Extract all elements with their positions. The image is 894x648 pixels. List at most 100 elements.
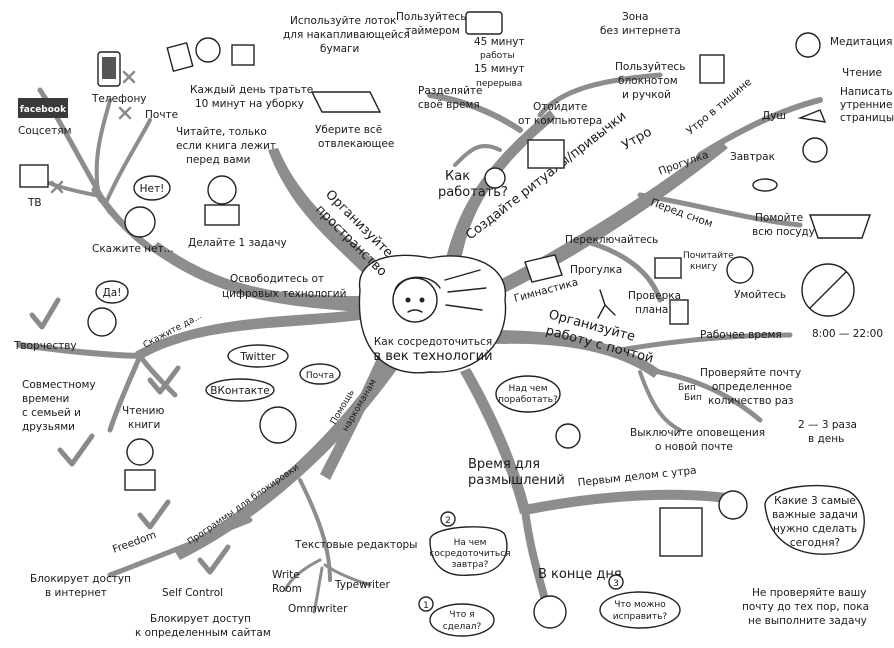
svg-text:не выполните задачу: не выполните задачу [748,615,867,627]
blockers-group: Freedom Блокирует доступ в интернет Self… [30,499,417,639]
svg-text:без интернета: без интернета [600,25,681,37]
svg-text:работы: работы [480,51,515,61]
branch-title-digital-2: цифровых технологий [222,288,346,300]
svg-text:3: 3 [613,579,619,589]
space-group: Каждый день тратьте 10 минут на уборку И… [166,15,410,249]
reader-icon [126,438,154,466]
svg-text:Первым делом с утра: Первым делом с утра [577,465,697,489]
svg-text:к определенным сайтам: к определенным сайтам [135,627,271,639]
question-bubble [764,484,865,555]
svg-text:Typewriter: Typewriter [334,579,391,591]
svg-text:Уберите всё: Уберите всё [315,124,382,136]
branch-digital-free [150,242,362,312]
svg-text:в день: в день [808,433,844,445]
center-title-line2: в век технологий [373,349,492,364]
svg-text:времени: времени [22,393,69,405]
svg-text:своё время: своё время [418,99,480,111]
svg-text:Душ: Душ [762,110,786,122]
svg-text:facebook: facebook [20,105,67,115]
svg-text:утренние: утренние [840,99,892,111]
svg-text:Freedom: Freedom [111,529,158,556]
svg-text:поработать?: поработать? [498,395,558,405]
thinking-face-icon [555,423,581,449]
svg-text:Пользуйтесь: Пользуйтесь [396,11,466,23]
say-yes-group: Да! Скажите да... Творчеству Совместному… [13,280,204,491]
check-icon [147,365,181,395]
svg-text:Ommwriter: Ommwriter [288,603,348,615]
svg-text:Проверяйте почту: Проверяйте почту [700,367,801,379]
svg-text:сосредоточиться: сосредоточиться [429,549,510,559]
svg-text:сегодня?: сегодня? [790,537,840,549]
check-icon [197,544,231,575]
svg-text:Каждый день тратьте: Каждый день тратьте [190,84,313,96]
svg-text:определенное: определенное [712,381,792,393]
say-no-title: Скажите нет... [92,243,174,255]
branch-title-reflection-2: размышлений [468,473,565,488]
branch-organize-space [268,148,388,282]
svg-text:с семьей и: с семьей и [22,407,81,419]
svg-text:1: 1 [423,601,429,611]
notebook-icon [699,54,725,84]
check-icon [29,297,61,330]
svg-text:Отойдите: Отойдите [533,101,587,113]
svg-text:В конце дня: В конце дня [538,567,622,582]
bowl-icon [752,178,778,192]
svg-text:Почта: Почта [306,371,334,381]
timer-icon [465,11,503,35]
svg-text:Делайте 1 задачу: Делайте 1 задачу [188,237,287,249]
svg-text:Написать: Написать [840,86,893,98]
svg-text:Twitter: Twitter [239,351,276,363]
svg-text:если книга лежит: если книга лежит [176,140,276,152]
svg-text:страницы: страницы [840,112,894,124]
svg-text:Совместному: Совместному [22,379,96,391]
svg-text:Какие 3 самые: Какие 3 самые [774,495,856,507]
svg-text:Зона: Зона [622,11,648,23]
svg-text:Да!: Да! [103,287,122,299]
svg-text:Прогулка: Прогулка [570,264,622,276]
svg-text:Write: Write [272,569,300,581]
center-title-line1: Как сосредоточиться [374,336,492,348]
say-no-group: facebook Соцсетям Телефону Почте ТВ Нет!… [18,51,178,255]
branch-title-work-2: работать? [438,185,508,200]
svg-text:исправить?: исправить? [613,612,668,622]
branch-title-reflection: Время для [468,457,540,472]
svg-text:Что можно: Что можно [614,600,666,610]
svg-text:Чтение: Чтение [842,67,882,79]
svg-text:друзьями: друзьями [22,421,75,433]
svg-text:Медитация: Медитация [830,36,892,48]
smiley-icon [484,167,506,189]
svg-text:Проверка: Проверка [628,290,681,302]
branch-title-blockers: Программы для блокировки [186,463,301,548]
svg-text:10 минут на уборку: 10 минут на уборку [195,98,304,110]
svg-text:Помойте: Помойте [755,212,803,224]
svg-text:45 минут: 45 минут [474,36,525,48]
svg-text:и ручкой: и ручкой [622,89,671,101]
svg-text:нужно сделать: нужно сделать [773,523,857,535]
svg-text:2: 2 [445,516,451,526]
svg-text:почту до тех пор, пока: почту до тех пор, пока [742,601,869,613]
svg-text:Self Control: Self Control [162,587,223,599]
svg-text:книги: книги [128,419,160,431]
svg-text:бумаги: бумаги [320,43,359,55]
svg-text:книгу: книгу [690,262,718,272]
svg-text:блокнотом: блокнотом [618,75,678,87]
sink-icon [809,214,871,239]
say-yes-creativity: Творчеству [13,340,77,352]
list-paper-icon [659,507,703,557]
speech-bubble [95,280,129,304]
meditation-icon [795,32,821,58]
person-icon [718,490,748,520]
svg-text:о новой почте: о новой почте [655,441,733,453]
stressed-face-icon [259,406,297,444]
svg-text:всю посуду: всю посуду [752,226,815,238]
svg-text:Завтрак: Завтрак [730,151,775,163]
svg-text:ВКонтакте: ВКонтакте [210,385,269,397]
papers-icon [527,139,565,169]
branch-title-digital: Освободитесь от [230,273,324,285]
say-no-mail: Почте [145,109,178,121]
svg-text:Используйте лоток: Используйте лоток [290,15,396,27]
book-icon [654,257,682,279]
svg-text:Над чем: Над чем [508,384,547,394]
reflection-group: Первым делом с утра Какие 3 самые важные… [418,465,869,637]
happy-face-icon [87,307,117,337]
